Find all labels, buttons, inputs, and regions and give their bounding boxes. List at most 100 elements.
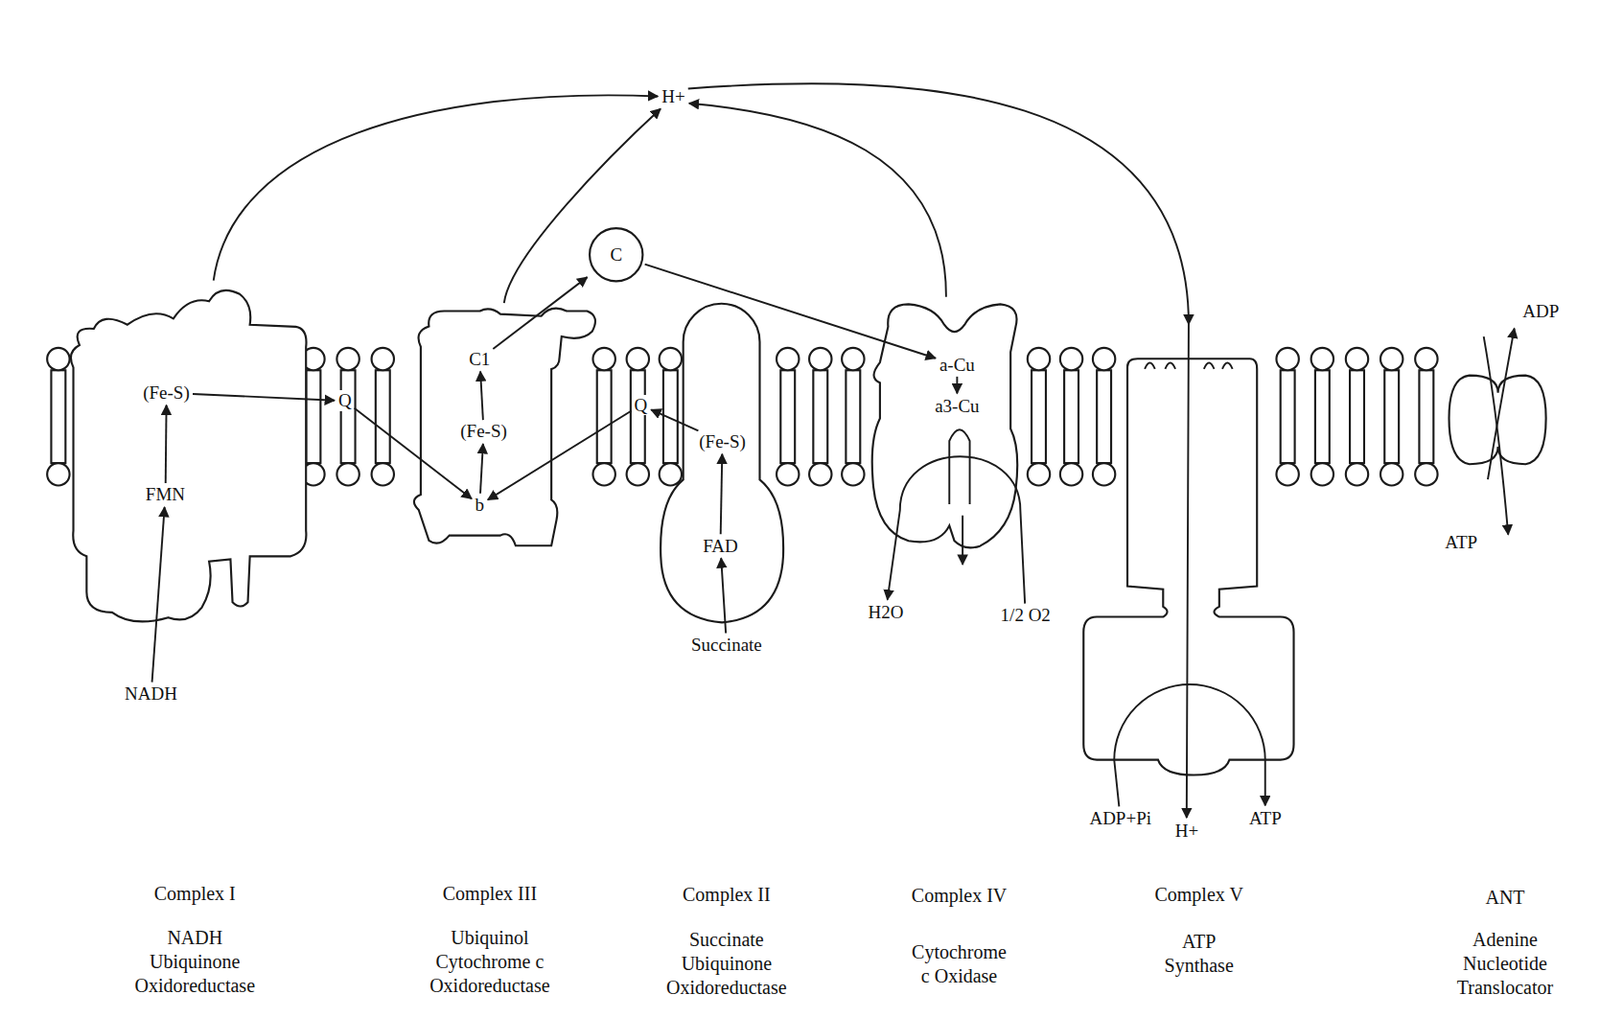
node-text: a-Cu [937,354,977,376]
connector-arrow [164,405,168,484]
connector-arrow [645,264,936,359]
node-text: (Fe-S) [458,420,510,442]
molecule-label: ADP [1520,301,1561,323]
lipid [809,347,832,487]
node-text: H+ [659,86,687,108]
node-text: 1/2 O2 [998,604,1053,627]
molecule-label: ATP [1442,532,1480,554]
cofactor-label: (Fe-S) [458,420,510,442]
lipid [1027,347,1050,487]
complex-full-name: Cytochrome c Oxidase [907,940,1012,989]
complex-shape [70,290,307,623]
complex-detail [1484,336,1509,534]
lipid [1345,347,1369,487]
node-text: H2O [865,602,905,624]
cofactor-label: H+ [659,86,687,108]
cofactor-label: 1/2 O2 [998,604,1053,627]
complex-outline [865,298,1026,589]
complex-shape [661,303,785,624]
complex-full-name: Adenine Nucleotide Translocator [1447,927,1563,1000]
connector-arrow [720,454,723,535]
complex-full-name: NADH Ubiquinone Oxidoreductase [124,926,266,998]
lipid [371,347,395,487]
complex-outline [656,299,788,628]
complex-outline [65,281,313,631]
connector-arrow [354,408,472,500]
lipid [1414,347,1438,487]
lipid [1380,347,1403,487]
complex-full-name: Succinate Ubiquinone Oxidoreductase [655,927,797,1000]
complex-shape [871,303,1018,548]
cofactor-label: a-Cu [937,354,977,376]
complex-detail [961,515,964,565]
lipid [1311,347,1334,487]
complex-outline [1079,354,1299,782]
lipid [659,347,682,487]
cofactor-label: ATP [1247,808,1284,830]
protein-complex: Complex INADH Ubiquinone Oxidoreductase(… [65,281,313,631]
cofactor-label: Q [336,390,354,412]
node-text: ADP+Pi [1087,808,1154,830]
cofactor-label: H+ [1173,820,1201,842]
lipid [592,347,615,487]
connector-arrow [955,376,958,395]
cytochrome-c-circle: C [588,227,644,282]
node-text: (Fe-S) [140,382,192,404]
protein-complex: Complex IVCytochrome c Oxidasea-Cua3-Cu [865,298,1026,589]
protein-complex: Complex VATP Synthase [1079,354,1299,782]
complex-detail [1144,363,1233,370]
node-text: C1 [466,348,492,371]
cofactor-label: b [473,494,487,516]
connector-arrow [689,103,947,298]
cofactor-label: ADP+Pi [1087,808,1154,830]
complex-outline [1440,318,1554,548]
complex-name: ANT [1484,885,1525,910]
complex-full-name: ATP Synthase [1153,929,1245,978]
cofactor-label: a3-Cu [932,395,981,418]
complex-name: Complex IV [911,883,1007,908]
lipid [1060,347,1083,487]
connector-arrow [1113,684,1265,807]
connector-arrow [487,411,632,501]
connector-arrow [492,277,587,349]
protein-complex: Complex IIIUbiquinol Cytochrome c Oxidor… [406,303,603,552]
node-text: Q [632,394,650,417]
node-text: NADH [122,683,180,705]
cofactor-label: Succinate [689,634,765,656]
node-text: H+ [1173,820,1201,842]
connector-arrow [650,409,698,431]
connector-arrow [504,108,661,303]
connector-arrow [480,371,484,421]
node-text: Q [336,390,354,412]
lipid [776,347,799,487]
connector-arrow [213,94,658,280]
connector-arrow [152,507,165,682]
node-text: FMN [143,484,187,506]
connector-arrow [887,456,1025,603]
connector-arrow [720,557,726,633]
cofactor-label: FAD [700,535,741,557]
connector-arrow [192,394,335,401]
node-text: FAD [700,535,741,557]
node-text: b [473,494,487,516]
cofactor-label: C1 [466,348,492,371]
lipid [1275,347,1299,487]
lipid [46,347,70,487]
complex-name: Complex II [682,882,771,907]
complex-shape [414,308,596,547]
node-text: a3-Cu [932,395,981,418]
lipid [841,347,864,487]
protein-complex: Complex IISuccinate Ubiquinone Oxidoredu… [656,299,788,628]
cofactor-label: NADH [122,683,180,705]
circle-shape [589,228,643,281]
cofactor-label: FMN [143,484,187,506]
cofactor-label: (Fe-S) [140,382,192,404]
node-text: ATP [1247,808,1284,830]
node-text: Succinate [689,634,765,656]
connector-arrow [480,443,484,494]
complex-name: Complex V [1154,882,1243,907]
protein-complex: ANTAdenine Nucleotide Translocator [1440,318,1554,548]
cofactor-label: H2O [865,602,905,624]
complex-name: Complex I [154,881,236,906]
